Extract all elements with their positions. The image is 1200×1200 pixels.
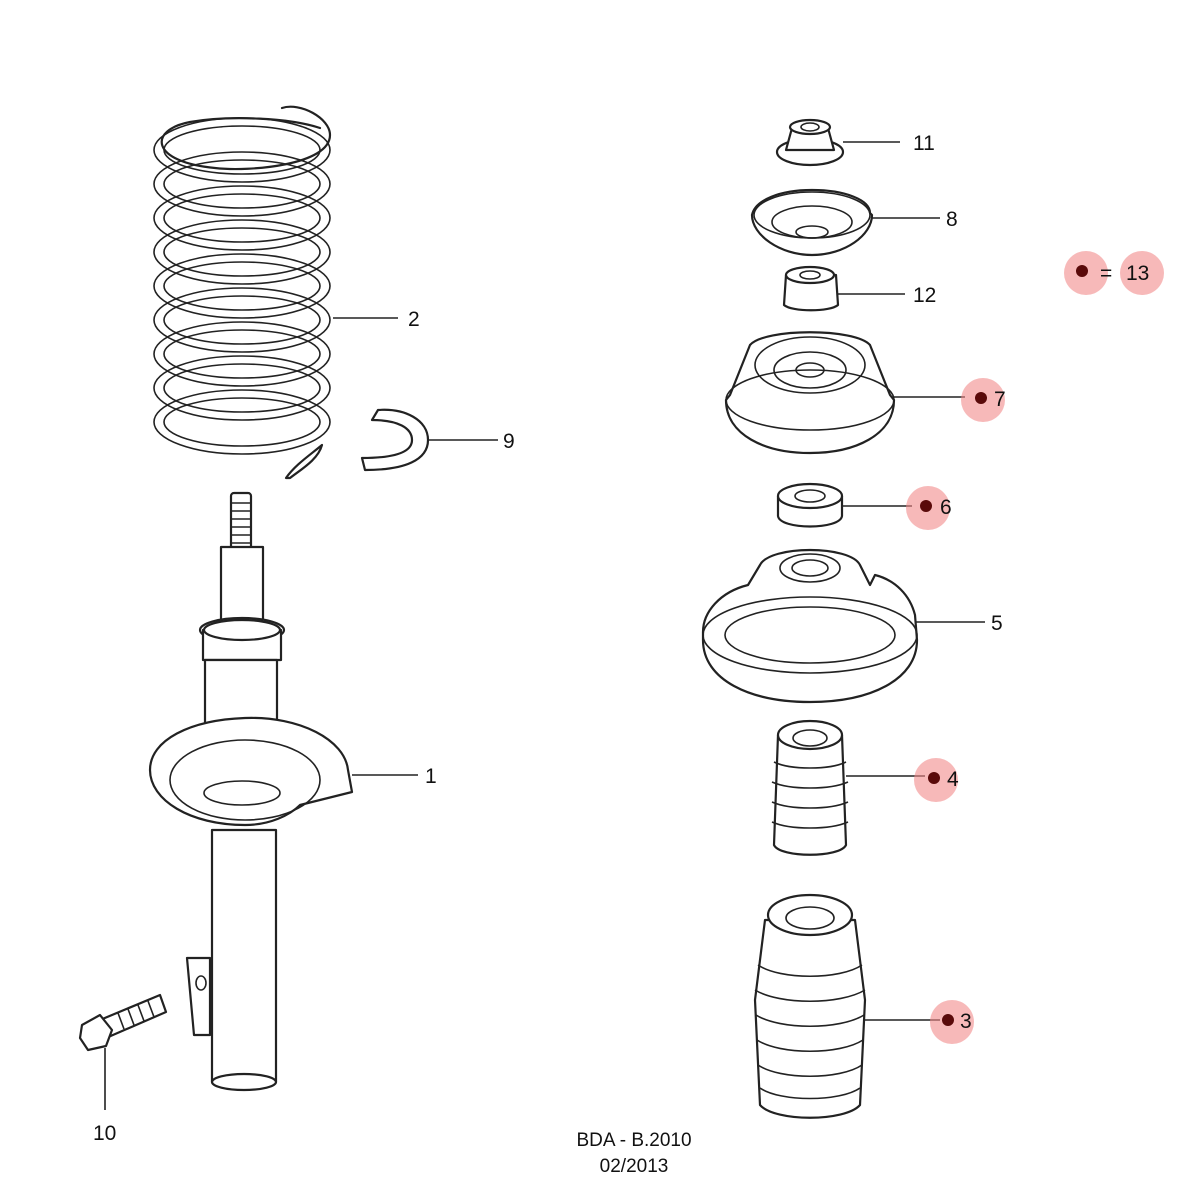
label-part-6: 6 xyxy=(940,496,952,519)
highlight-13-label[interactable] xyxy=(1120,251,1164,295)
coil-spring[interactable] xyxy=(153,105,398,480)
highlight-marker-6[interactable] xyxy=(906,486,950,530)
highlight-marker-13[interactable] xyxy=(1064,251,1108,295)
footer-date: 02/2013 xyxy=(600,1156,669,1177)
spacer-ring[interactable] xyxy=(776,482,912,528)
upper-spring-seat[interactable] xyxy=(701,548,985,704)
strut-top-mount[interactable] xyxy=(724,331,965,455)
mounting-bolt[interactable] xyxy=(78,993,168,1110)
highlight-marker-3[interactable] xyxy=(930,1000,974,1044)
dust-boot[interactable] xyxy=(753,893,940,1119)
shock-absorber-strut[interactable] xyxy=(148,491,418,1092)
upper-cup-washer[interactable] xyxy=(750,188,940,257)
bump-stop[interactable] xyxy=(771,719,925,856)
label-part-7: 7 xyxy=(994,388,1006,411)
spring-clip[interactable] xyxy=(360,408,498,472)
label-part-12: 12 xyxy=(913,284,936,307)
label-part-10: 10 xyxy=(93,1122,116,1145)
hex-nut[interactable] xyxy=(782,265,905,312)
highlight-marker-7[interactable] xyxy=(961,378,1005,422)
top-flange-nut[interactable] xyxy=(775,118,900,167)
label-part-9: 9 xyxy=(503,430,515,453)
footer-code: BDA - B.2010 xyxy=(576,1130,691,1151)
label-part-3: 3 xyxy=(960,1010,972,1033)
legend-equals: = xyxy=(1100,262,1112,285)
label-part-4: 4 xyxy=(947,768,959,791)
label-part-1: 1 xyxy=(425,765,437,788)
label-part-5: 5 xyxy=(991,612,1003,635)
label-part-8: 8 xyxy=(946,208,958,231)
label-part-2: 2 xyxy=(408,308,420,331)
legend-value: 13 xyxy=(1126,262,1149,285)
highlight-marker-4[interactable] xyxy=(914,758,958,802)
label-part-11: 11 xyxy=(913,132,935,155)
